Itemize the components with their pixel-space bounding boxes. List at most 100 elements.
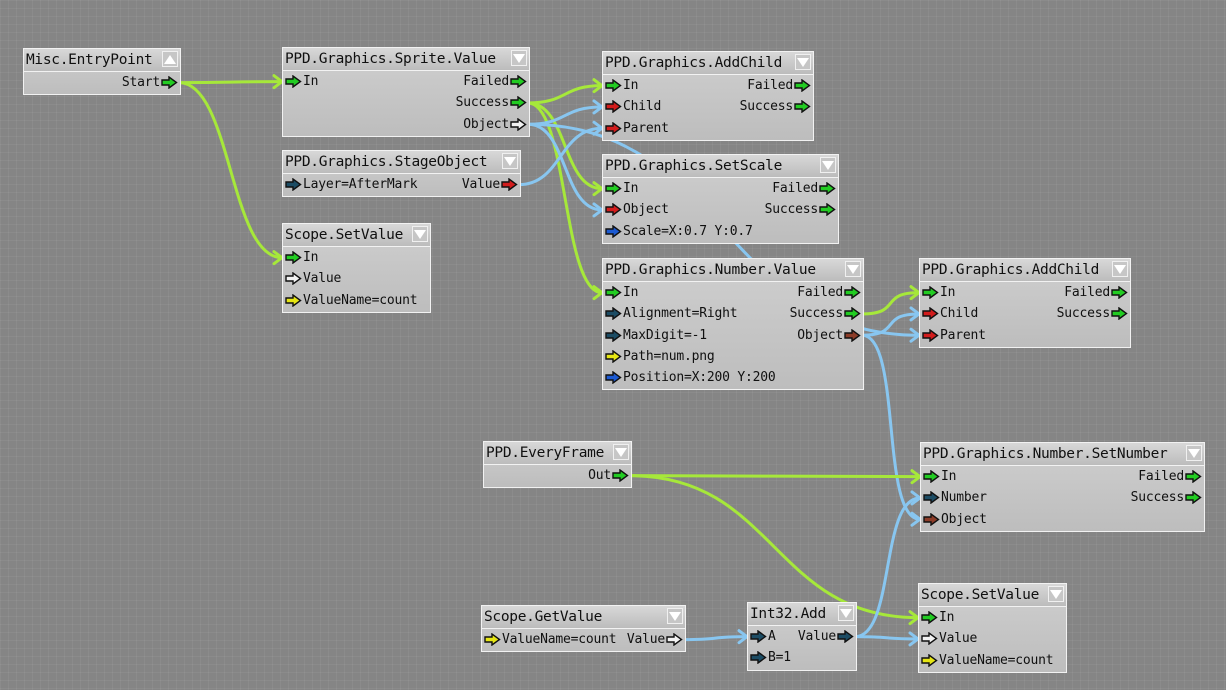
node-header[interactable]: Scope.SetValue — [919, 584, 1066, 607]
input-port-in[interactable]: In — [605, 75, 638, 96]
output-port-success[interactable]: Success — [1131, 487, 1202, 508]
node-header[interactable]: PPD.Graphics.Number.SetNumber — [921, 443, 1204, 466]
node-header[interactable]: Scope.GetValue — [482, 606, 685, 629]
wire-misc-entrypoint-start-to-scope-setvalue-1-in[interactable] — [178, 81, 283, 260]
output-port-success[interactable]: Success — [1057, 303, 1128, 324]
wire-number-value-object-to-addchild-2-child[interactable] — [861, 312, 920, 337]
wire-sprite-value-success-to-addchild-1-in[interactable] — [527, 84, 603, 105]
wire-int32-add-value-to-scope-setvalue-2-value[interactable] — [854, 635, 919, 641]
output-port-failed[interactable]: Failed — [772, 178, 836, 199]
collapse-down-icon[interactable] — [613, 444, 629, 460]
input-port-in[interactable]: In — [923, 466, 956, 487]
collapse-down-icon[interactable] — [838, 605, 854, 621]
collapse-up-icon[interactable] — [162, 51, 178, 67]
collapse-down-icon[interactable] — [667, 608, 683, 624]
input-port-object[interactable]: Object — [605, 199, 669, 220]
input-port-child[interactable]: Child — [605, 96, 661, 117]
output-port-failed[interactable]: Failed — [1064, 282, 1128, 303]
output-port-value[interactable]: Value — [798, 626, 854, 647]
node-header[interactable]: PPD.Graphics.StageObject — [283, 151, 520, 174]
input-port-value[interactable]: Value — [285, 268, 341, 289]
input-port-valuename[interactable]: ValueName=count — [921, 650, 1054, 671]
wire-everyframe-out-to-setnumber-in[interactable] — [629, 474, 921, 479]
node-header[interactable]: Misc.EntryPoint — [24, 49, 180, 72]
input-port-object[interactable]: Object — [923, 509, 987, 530]
input-port-in[interactable]: In — [285, 71, 318, 92]
output-port-value[interactable]: Value — [462, 174, 518, 195]
output-port-failed[interactable]: Failed — [1138, 466, 1202, 487]
output-port-success[interactable]: Success — [456, 92, 527, 113]
wire-scope-getvalue-value-to-int32-add-a[interactable] — [683, 635, 748, 642]
wire-int32-add-value-to-setnumber-number[interactable] — [854, 496, 921, 639]
input-port-number[interactable]: Number — [923, 487, 987, 508]
input-port-in[interactable]: In — [922, 282, 955, 303]
collapse-down-icon[interactable] — [1112, 261, 1128, 277]
wire-sprite-value-object-to-setscale-object[interactable] — [527, 122, 603, 212]
input-port-path[interactable]: Path=num.png — [605, 346, 715, 367]
output-port-failed[interactable]: Failed — [797, 282, 861, 303]
wire-everyframe-out-to-scope-setvalue-2-in[interactable] — [629, 474, 919, 620]
input-port-alignment[interactable]: Alignment=Right — [605, 303, 738, 324]
node-header[interactable]: Scope.SetValue — [283, 224, 430, 247]
node-header[interactable]: Int32.Add — [748, 603, 856, 626]
wire-sprite-value-success-to-number-value-in[interactable] — [527, 101, 603, 295]
collapse-down-icon[interactable] — [845, 261, 861, 277]
collapse-down-icon[interactable] — [1186, 445, 1202, 461]
output-port-out[interactable]: Out — [588, 465, 629, 486]
input-port-in[interactable]: In — [921, 607, 954, 628]
input-port-b[interactable]: B=1 — [750, 647, 791, 668]
node-header[interactable]: PPD.Graphics.SetScale — [603, 155, 838, 178]
output-port-success[interactable]: Success — [790, 303, 861, 324]
node-header[interactable]: PPD.EveryFrame — [484, 442, 631, 465]
input-port-value[interactable]: Value — [921, 628, 977, 649]
wire-number-value-object-to-setnumber-object[interactable] — [861, 333, 921, 521]
collapse-down-icon[interactable] — [820, 157, 836, 173]
wire-misc-entrypoint-start-to-sprite-value-in[interactable] — [178, 80, 283, 85]
input-port-in[interactable]: In — [605, 282, 638, 303]
output-port-success[interactable]: Success — [765, 199, 836, 220]
node-header[interactable]: PPD.Graphics.AddChild — [603, 52, 813, 75]
node-header[interactable]: PPD.Graphics.AddChild — [920, 259, 1130, 282]
input-port-parent[interactable]: Parent — [922, 325, 986, 346]
input-port-in[interactable]: In — [285, 247, 318, 268]
output-port-failed[interactable]: Failed — [463, 71, 527, 92]
input-port-layer[interactable]: Layer=AfterMark — [285, 174, 418, 195]
wire-stage-object-value-to-addchild-1-parent[interactable] — [518, 126, 603, 187]
output-port-success[interactable]: Success — [740, 96, 811, 117]
output-port-start[interactable]: Start — [122, 72, 178, 93]
collapse-down-icon[interactable] — [795, 54, 811, 70]
collapse-down-icon[interactable] — [511, 50, 527, 66]
wire-number-value-success-to-addchild-2-in[interactable] — [861, 291, 920, 316]
input-port-position[interactable]: Position=X:200 Y:200 — [605, 367, 776, 388]
node-header[interactable]: PPD.Graphics.Number.Value — [603, 259, 863, 282]
input-port-valuename[interactable]: ValueName=count — [285, 290, 418, 311]
collapse-down-icon[interactable] — [412, 226, 428, 242]
input-port-maxdigit[interactable]: MaxDigit=-1 — [605, 325, 707, 346]
output-port-object[interactable]: Object — [463, 114, 527, 135]
input-port-in[interactable]: In — [605, 178, 638, 199]
input-port-child[interactable]: Child — [922, 303, 978, 324]
output-port-failed[interactable]: Failed — [747, 75, 811, 96]
input-port-scale[interactable]: Scale=X:0.7 Y:0.7 — [605, 221, 753, 242]
node-header[interactable]: PPD.Graphics.Sprite.Value — [283, 48, 529, 71]
input-port-valuename[interactable]: ValueName=count — [484, 629, 617, 650]
collapse-down-icon[interactable] — [1048, 586, 1064, 602]
collapse-down-icon[interactable] — [502, 153, 518, 169]
output-port-value[interactable]: Value — [627, 629, 683, 650]
output-port-object[interactable]: Object — [797, 325, 861, 346]
input-port-parent[interactable]: Parent — [605, 118, 669, 139]
input-port-a[interactable]: A — [750, 626, 776, 647]
